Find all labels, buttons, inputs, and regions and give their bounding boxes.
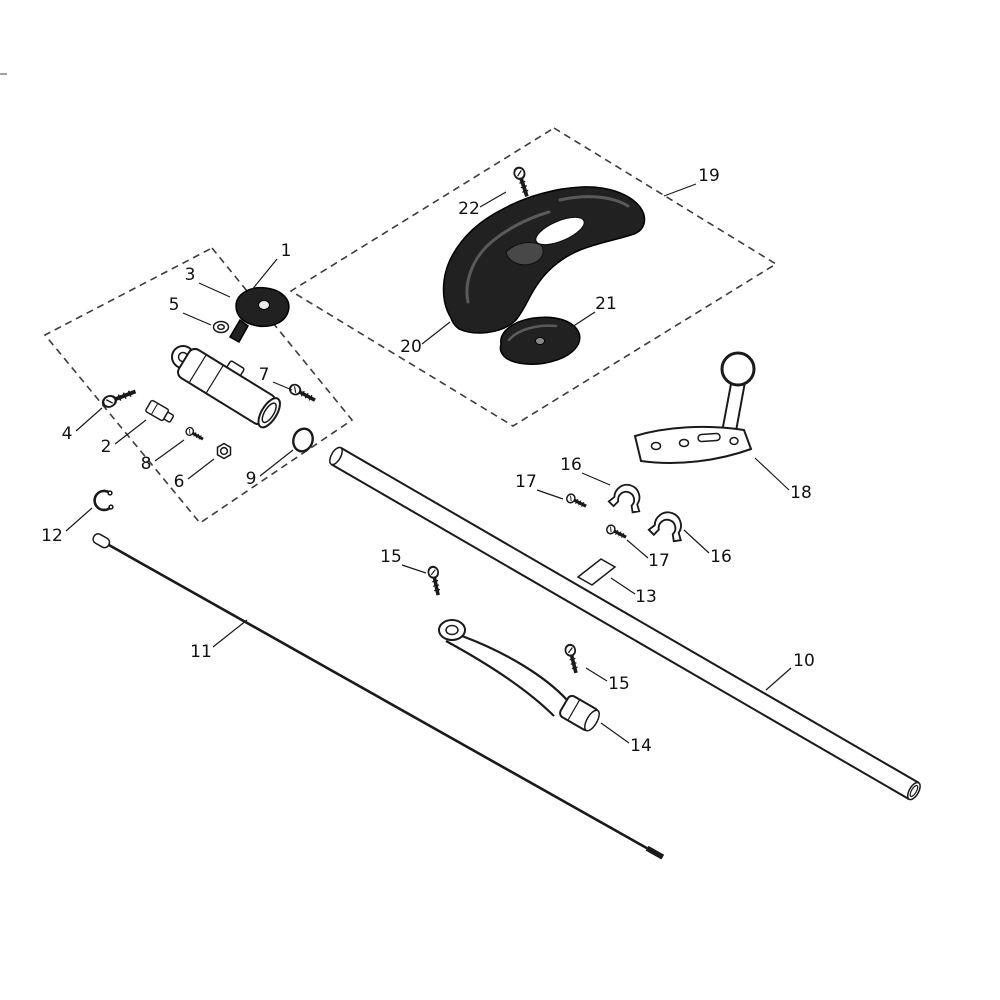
- part-17-screw-b: [603, 522, 630, 543]
- part-15-screw-b: [564, 644, 580, 674]
- part-label-17-a: 17: [515, 472, 537, 492]
- part-15-screw-a: [427, 566, 442, 596]
- part-16-clamp-b: [647, 511, 682, 543]
- part-label-9: 9: [246, 469, 257, 489]
- part-label-16-b: 16: [710, 547, 732, 567]
- part-8-screw: [183, 424, 207, 444]
- part-3-trigger-lever: [228, 286, 290, 344]
- part-14-loop-handle: [438, 619, 600, 732]
- part-label-1: 1: [281, 241, 292, 261]
- part-label-10: 10: [793, 651, 815, 671]
- part-label-4: 4: [62, 424, 73, 444]
- part-22-screw: [513, 166, 532, 198]
- part-label-19: 19: [698, 166, 720, 186]
- part-label-15-b: 15: [608, 674, 630, 694]
- part-label-11: 11: [190, 642, 212, 662]
- part-label-2: 2: [101, 437, 112, 457]
- part-10-outer-tube: [329, 446, 921, 801]
- part-9-o-ring: [292, 427, 314, 453]
- part-label-20: 20: [400, 337, 422, 357]
- part-4-bolt: [101, 387, 137, 409]
- part-5-washer: [212, 320, 230, 334]
- part-label-21: 21: [595, 294, 617, 314]
- group-box-1: [43, 246, 354, 525]
- part-label-18: 18: [790, 483, 812, 503]
- part-label-17-b: 17: [648, 551, 670, 571]
- part-label-5: 5: [169, 295, 180, 315]
- part-12-snap-ring: [93, 489, 114, 512]
- part-13-plate: [576, 558, 617, 586]
- part-label-7: 7: [259, 365, 270, 385]
- group-box-19: [289, 127, 778, 427]
- part-6-nut: [216, 442, 232, 460]
- callout-labels: 1 3 5 7 4 2 8 6 9 12 11 15 13 17 16 16 1…: [41, 166, 815, 756]
- part-21-handle-base: [499, 316, 581, 365]
- part-label-13: 13: [635, 587, 657, 607]
- part-label-3: 3: [185, 265, 196, 285]
- part-16-clamp-a: [607, 483, 641, 514]
- leader-lines: [65, 183, 792, 744]
- part-label-6: 6: [174, 472, 185, 492]
- part-label-22: 22: [458, 199, 480, 219]
- part-20-handle-housing: [442, 186, 646, 334]
- part-label-14: 14: [630, 736, 652, 756]
- part-17-screw-a: [563, 491, 590, 512]
- part-label-12: 12: [41, 526, 63, 546]
- part-label-15-a: 15: [380, 547, 402, 567]
- part-2-fitting: [145, 399, 175, 423]
- part-11-inner-shaft: [92, 533, 665, 860]
- part-7-screw: [288, 383, 317, 405]
- part-label-16-a: 16: [560, 455, 582, 475]
- part-label-8: 8: [141, 454, 152, 474]
- housing-assembly: [171, 345, 281, 429]
- part-18-hanger-bracket: [633, 351, 756, 464]
